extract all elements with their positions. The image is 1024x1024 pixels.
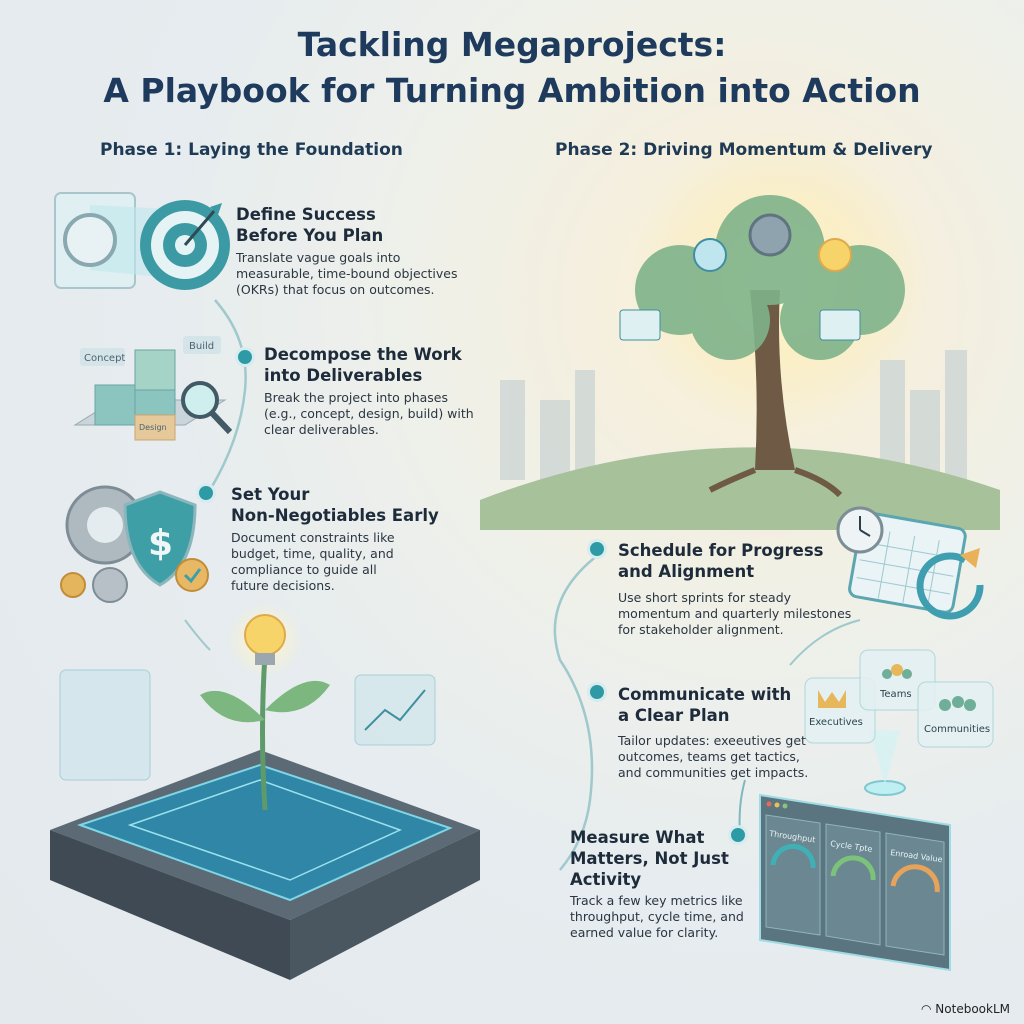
title-line-2: A Playbook for Turning Ambition into Act… bbox=[103, 71, 921, 110]
concept-label-tag bbox=[80, 348, 125, 366]
concept-label: Concept bbox=[84, 353, 125, 364]
notebooklm-logo-icon: ◠ bbox=[921, 1002, 936, 1016]
speech-bubbles-icon: Executives Teams Communities bbox=[804, 649, 994, 796]
title-line: and Alignment bbox=[618, 562, 755, 581]
timeline-dot bbox=[199, 486, 213, 500]
title-line: Define Success bbox=[236, 205, 376, 224]
title-line: Measure What bbox=[570, 828, 705, 847]
item-schedule-title: Schedule for Progress and Alignment bbox=[618, 540, 824, 582]
title-line: Set Your bbox=[231, 485, 310, 504]
item-decompose-description: Break the project into phases (e.g., con… bbox=[264, 390, 474, 437]
title-line: into Deliverables bbox=[264, 366, 423, 385]
dashboard-gauges-icon: Throughput Cycle Tpte Enroad Value bbox=[759, 793, 951, 972]
title-line-1: Tackling Megaprojects: bbox=[297, 25, 727, 64]
title-line: Activity bbox=[570, 870, 642, 889]
growth-tree-illustration bbox=[480, 130, 1000, 530]
phase-1-heading: Phase 1: Laying the Foundation bbox=[100, 140, 403, 160]
item-decompose-title: Decompose the Work into Deliverables bbox=[264, 344, 462, 386]
item-communicate-title: Communicate with a Clear Plan bbox=[618, 684, 791, 726]
title-line: Before You Plan bbox=[236, 226, 384, 245]
design-label: Design bbox=[139, 423, 167, 432]
notebooklm-brand: ◠ NotebookLM bbox=[921, 1002, 1010, 1016]
title-line: Schedule for Progress bbox=[618, 541, 824, 560]
item-schedule-description: Use short sprints for steady momentum an… bbox=[618, 590, 852, 637]
calendar-clock-icon bbox=[836, 506, 984, 620]
title-line: Decompose the Work bbox=[264, 345, 462, 364]
target-icon bbox=[54, 192, 230, 290]
timeline-dot bbox=[590, 542, 604, 556]
blueprint-platform-illustration bbox=[50, 602, 480, 980]
title-line: Communicate with bbox=[618, 685, 792, 704]
blocks-magnifier-icon: Concept Build Design bbox=[73, 336, 233, 441]
brand-label: NotebookLM bbox=[935, 1002, 1010, 1016]
title-line: Matters, Not Just bbox=[570, 849, 729, 868]
title-line: a Clear Plan bbox=[618, 706, 730, 725]
svg-text:$: $ bbox=[148, 523, 173, 564]
item-non-negotiables-description: Document constraints like budget, time, … bbox=[231, 530, 395, 593]
item-define-success-description: Translate vague goals into measurable, t… bbox=[236, 250, 458, 297]
title-line: Non-Negotiables Early bbox=[231, 506, 439, 525]
shield-dollar-icon: $ bbox=[60, 485, 209, 603]
timeline-dot bbox=[731, 828, 745, 842]
bubble-teams-label: Teams bbox=[879, 689, 912, 700]
item-communicate-description: Tailor updates: exeeutives get outcomes,… bbox=[618, 733, 809, 780]
timeline-dot bbox=[590, 685, 604, 699]
build-label: Build bbox=[189, 341, 214, 352]
timeline-dot bbox=[238, 350, 252, 364]
build-label-tag bbox=[183, 336, 221, 354]
bubble-executives-label: Executives bbox=[809, 717, 863, 728]
phase-2-heading: Phase 2: Driving Momentum & Delivery bbox=[555, 140, 933, 160]
item-measure-description: Track a few key metrics like throughput,… bbox=[570, 893, 744, 940]
bubble-communities-label: Communities bbox=[924, 724, 990, 735]
